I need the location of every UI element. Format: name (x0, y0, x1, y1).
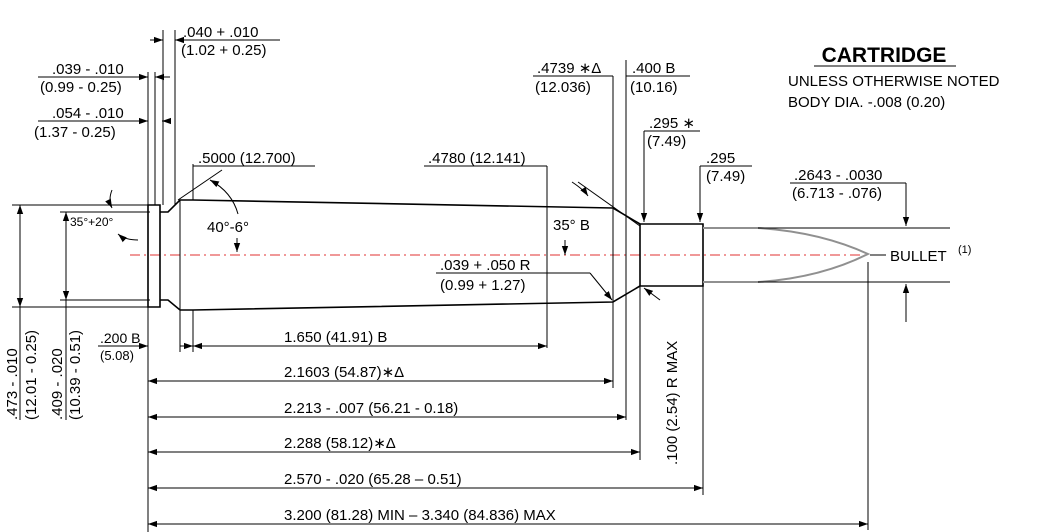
drawing-title: CARTRIDGE (822, 44, 947, 67)
groove-depth-dim: .054 - .010 (1.37 - 0.25) (34, 105, 171, 141)
svg-text:2.213 - .007 (56.21 - 0.18): 2.213 - .007 (56.21 - 0.18) (284, 400, 458, 417)
neck-length-dim: .400 B (10.16) (625, 60, 690, 420)
shoulder-angle-callout: 35° B (553, 181, 641, 255)
length-21603-dim: 2.1603 (54.87)∗Δ (148, 302, 614, 388)
length-1650-dim: 1.650 (41.91) B (193, 329, 547, 350)
neck-inner-dim: .295 ∗ (7.49) (640, 115, 700, 222)
bullet-profile (703, 227, 871, 283)
svg-text:(10.16): (10.16) (630, 79, 678, 96)
length-2570-dim: 2.570 - .020 (65.28 – 0.51) (148, 471, 703, 492)
svg-text:(6.713 - .076): (6.713 - .076) (792, 185, 882, 202)
svg-text:2.570 - .020 (65.28 – 0.51): 2.570 - .020 (65.28 – 0.51) (284, 471, 462, 488)
bullet-label: BULLET (890, 248, 947, 265)
svg-text:(10.39 - 0.51): (10.39 - 0.51) (67, 330, 84, 420)
note-line-1: UNLESS OTHERWISE NOTED (788, 73, 1000, 90)
length-2213-dim: 2.213 - .007 (56.21 - 0.18) (148, 400, 626, 421)
rim-diameter-dim: .473 - .010 (12.01 - 0.25) (4, 204, 148, 420)
length-overall-dim: 3.200 (81.28) MIN – 3.340 (84.836) MAX (148, 262, 869, 530)
rim-angle-callout: 35°+20° (66, 189, 148, 243)
svg-text:.400 B: .400 B (632, 60, 675, 77)
svg-text:.054 - .010: .054 - .010 (52, 105, 124, 122)
svg-text:3.200 (81.28) MIN – 3.340 (84.: 3.200 (81.28) MIN – 3.340 (84.836) MAX (284, 507, 556, 524)
svg-text:.040 + .010: .040 + .010 (183, 24, 258, 41)
svg-text:.4739 ∗Δ: .4739 ∗Δ (537, 60, 601, 77)
svg-text:.100 (2.54) R MAX: .100 (2.54) R MAX (664, 341, 681, 465)
svg-text:(1.02 + 0.25): (1.02 + 0.25) (181, 42, 266, 59)
svg-text:.2643 - .0030: .2643 - .0030 (794, 167, 882, 184)
svg-text:(7.49): (7.49) (647, 133, 686, 150)
groove-width-dim: .039 - .010 (0.99 - 0.25) (38, 61, 170, 205)
svg-text:(12.036): (12.036) (535, 79, 591, 96)
shoulder-radius-dim: .039 + .050 R (0.99 + 1.27) (436, 257, 613, 301)
svg-text:.4780 (12.141): .4780 (12.141) (428, 150, 526, 167)
neck-radius-dim: .100 (2.54) R MAX (639, 286, 704, 495)
svg-text:(7.49): (7.49) (706, 168, 745, 185)
svg-text:35° B: 35° B (553, 217, 590, 234)
svg-text:.039 - .010: .039 - .010 (52, 61, 124, 78)
bullet-superscript: (1) (958, 244, 971, 256)
svg-text:(0.99 + 1.27): (0.99 + 1.27) (440, 277, 525, 294)
svg-text:.039 + .050 R: .039 + .050 R (440, 257, 531, 274)
svg-text:(5.08): (5.08) (100, 348, 134, 363)
svg-text:(1.37 - 0.25): (1.37 - 0.25) (34, 124, 116, 141)
svg-text:(12.01 - 0.25): (12.01 - 0.25) (23, 330, 40, 420)
svg-text:.200 B: .200 B (100, 330, 140, 346)
bullet-diameter-dim: .2643 - .0030 (6.713 - .076) (758, 167, 950, 322)
base-length-dim: .200 B (5.08) (98, 307, 194, 532)
note-line-2: BODY DIA. -.008 (0.20) (788, 94, 945, 111)
svg-text:1.650 (41.91) B: 1.650 (41.91) B (284, 329, 387, 346)
svg-text:2.288 (58.12)∗Δ: 2.288 (58.12)∗Δ (284, 435, 396, 452)
svg-text:(0.99 - 0.25): (0.99 - 0.25) (40, 79, 122, 96)
svg-text:2.1603 (54.87)∗Δ: 2.1603 (54.87)∗Δ (284, 364, 404, 381)
neck-outer-dim: .295 (7.49) (696, 150, 752, 222)
base-diameter-dim: .5000 (12.700) (177, 150, 315, 201)
svg-text:.409 - .020: .409 - .020 (49, 348, 66, 420)
svg-text:35°+20°: 35°+20° (70, 215, 114, 229)
base-angle-callout: 40°-6° (207, 179, 249, 252)
svg-text:40°-6°: 40°-6° (207, 219, 249, 236)
groove-diameter-dim: .409 - .020 (10.39 - 0.51) (49, 211, 150, 420)
svg-text:.295 ∗: .295 ∗ (649, 115, 695, 132)
svg-text:.5000 (12.700): .5000 (12.700) (198, 150, 296, 167)
length-2288-dim: 2.288 (58.12)∗Δ (148, 435, 640, 456)
svg-text:.473 - .010: .473 - .010 (4, 348, 21, 420)
svg-text:.295: .295 (706, 150, 735, 167)
shoulder-diameter-dim: .4739 ∗Δ (12.036) (533, 60, 614, 208)
shoulder-body-dim: .4780 (12.141) (424, 150, 548, 348)
rim-thickness-dim: .040 + .010 (1.02 + 0.25) (150, 24, 280, 205)
